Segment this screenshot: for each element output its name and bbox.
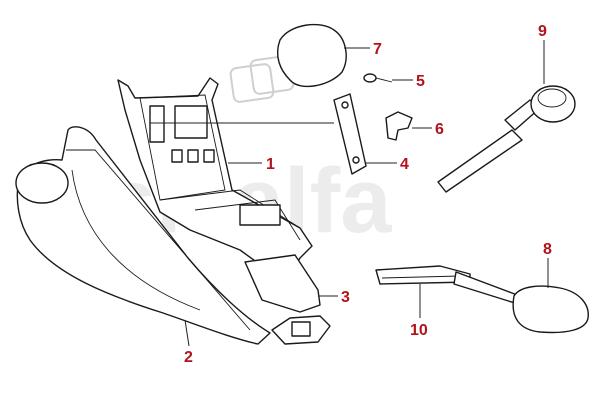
callout-1: 1 [266, 156, 275, 173]
part-4-bracket-strip [333, 93, 367, 175]
callout-3: 3 [341, 289, 350, 306]
callout-8: 8 [543, 241, 552, 258]
part-10-handbrake-lever [375, 265, 521, 305]
part-7-gear-boot [229, 23, 347, 103]
part-9-gear-lever [437, 85, 576, 193]
part-5-screw [363, 73, 393, 83]
callout-2: 2 [184, 349, 193, 366]
part-2-side-panel [15, 126, 271, 345]
part-1-center-console [117, 77, 313, 276]
callout-4: 4 [400, 156, 409, 173]
leader-line-2 [184, 319, 190, 347]
callout-6: 6 [435, 121, 444, 138]
callout-7: 7 [373, 41, 382, 58]
part-3-rear-bracket [244, 254, 331, 345]
callout-5: 5 [416, 73, 425, 90]
part-6-clip [385, 111, 413, 141]
callout-9: 9 [538, 23, 547, 40]
callout-10: 10 [410, 322, 428, 339]
part-8-handbrake-grip [512, 285, 589, 334]
